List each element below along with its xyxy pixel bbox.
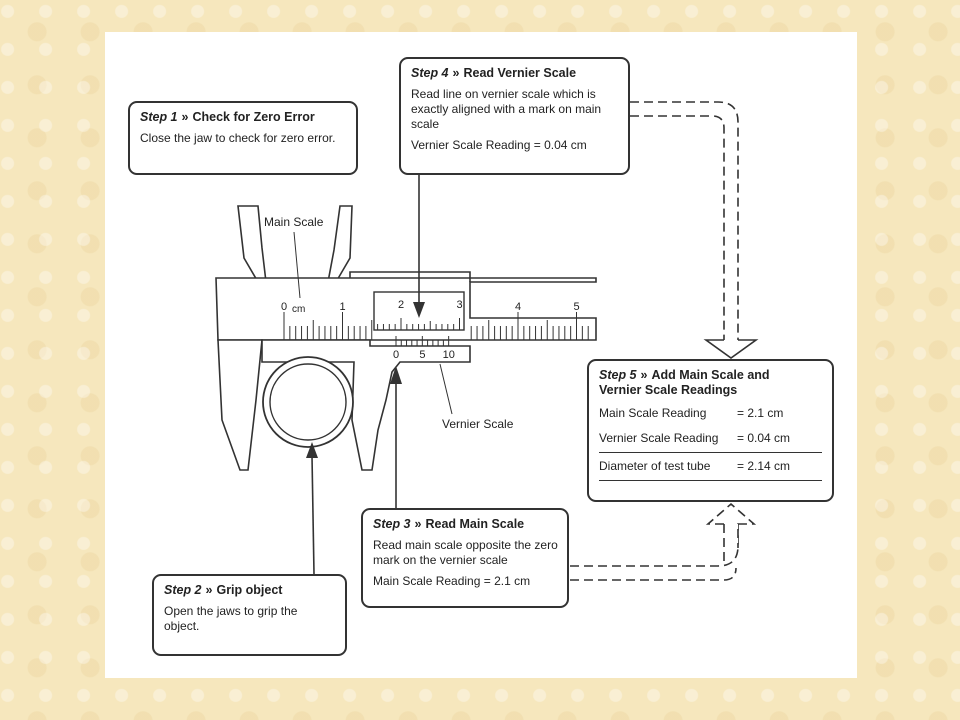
- step5-title: Step 5»Add Main Scale and Vernier Scale …: [599, 368, 770, 397]
- step1-box: Step 1»Check for Zero Error Close the ja…: [128, 101, 358, 175]
- vernier-scale-ticks: 0 5 10: [393, 336, 455, 361]
- main-scale-label: Main Scale: [264, 215, 324, 229]
- step2-body: Open the jaws to grip the object.: [164, 604, 298, 633]
- step3-pointer-head: [390, 366, 402, 384]
- main-scale-label-0: 0: [281, 301, 287, 313]
- sliding-frame-top: [349, 271, 471, 282]
- step3-reading: Main Scale Reading = 2.1 cm: [373, 574, 531, 588]
- step5-separator-bottom: [599, 480, 822, 481]
- main-scale-label-2: 2: [398, 299, 404, 311]
- upper-jaw-right: [327, 205, 353, 283]
- step4-to-step5-connector: [630, 101, 739, 340]
- step4-box: Step 4»Read Vernier Scale Read line on v…: [399, 57, 630, 175]
- sliding-jaw: [261, 339, 471, 471]
- vernier-scale-leader: [439, 363, 453, 415]
- main-scale-label-5: 5: [574, 301, 580, 313]
- step1-title: Step 1»Check for Zero Error: [140, 110, 315, 124]
- vernier-scale-label-10: 10: [443, 349, 455, 361]
- step4-title: Step 4»Read Vernier Scale: [411, 66, 577, 80]
- step3-box: Step 3»Read Main Scale Read main scale o…: [361, 508, 569, 608]
- upper-jaw-left: [237, 205, 267, 283]
- step5-arrow-up: [705, 502, 757, 566]
- step3-to-step5-connector: [570, 522, 739, 581]
- main-scale-leader: [293, 231, 301, 299]
- step5-separator: [599, 452, 822, 453]
- step4-pointer-head: [413, 302, 425, 318]
- step5-row-vernier: Vernier Scale Reading= 0.04 cm: [599, 431, 791, 445]
- step5-arrow-down: [703, 339, 759, 359]
- main-scale-label-4: 4: [515, 301, 521, 313]
- step3-title: Step 3»Read Main Scale: [373, 517, 525, 531]
- step2-box: Step 2»Grip object Open the jaws to grip…: [152, 574, 347, 656]
- main-scale-ticks: 0 1 2 3 4 5: [281, 299, 589, 340]
- main-scale-label-1: 1: [340, 301, 346, 313]
- step5-row-total: Diameter of test tube= 2.14 cm: [599, 459, 791, 473]
- step4-reading: Vernier Scale Reading = 0.04 cm: [411, 138, 587, 152]
- step2-pointer-line: [311, 455, 315, 575]
- main-scale-label-3: 3: [457, 299, 463, 311]
- step2-title: Step 2»Grip object: [164, 583, 283, 597]
- test-tube-inner: [269, 363, 347, 441]
- step2-pointer-head: [306, 442, 318, 458]
- vernier-scale-label: Vernier Scale: [442, 417, 514, 431]
- step5-row-main: Main Scale Reading= 2.1 cm: [599, 406, 784, 420]
- fixed-lower-jaw: [217, 339, 263, 471]
- vernier-scale-label-0: 0: [393, 349, 399, 361]
- step1-body: Close the jaw to check for zero error.: [140, 131, 336, 145]
- vernier-scale-label-5: 5: [419, 349, 425, 361]
- cm-unit-label: cm: [292, 304, 305, 315]
- step3-body: Read main scale opposite the zero mark o…: [373, 538, 558, 567]
- step5-box: Step 5»Add Main Scale and Vernier Scale …: [587, 359, 834, 502]
- step4-body: Read line on vernier scale which is exac…: [411, 87, 602, 131]
